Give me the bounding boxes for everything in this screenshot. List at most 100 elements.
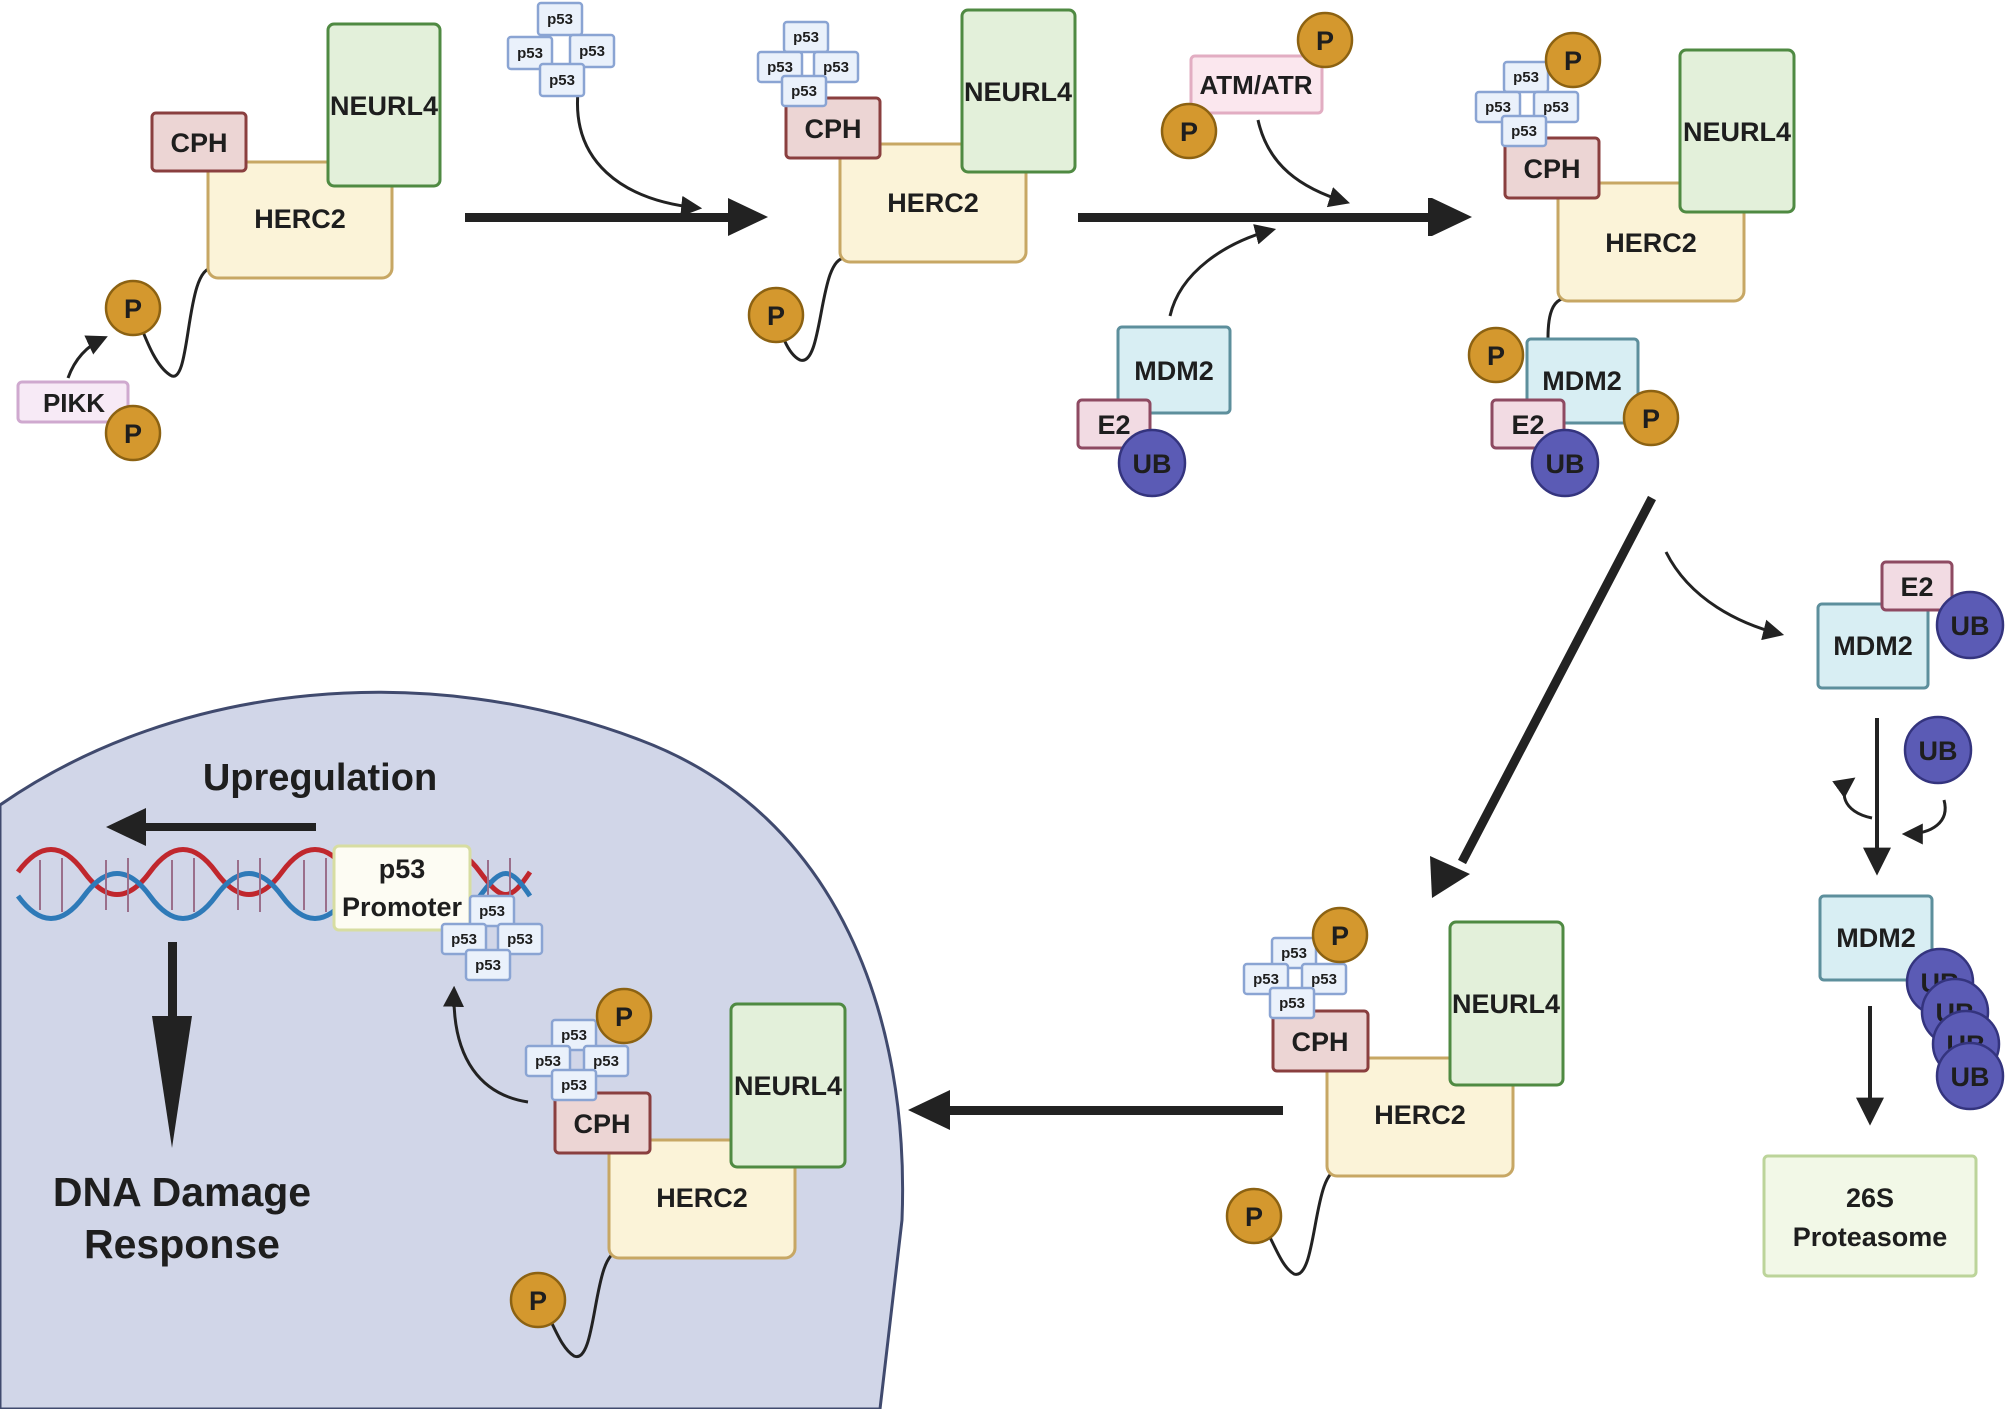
herc2-label: HERC2 xyxy=(1605,228,1697,258)
svg-text:p53: p53 xyxy=(507,931,533,948)
cph-label: CPH xyxy=(573,1109,630,1139)
phospho-marker: P xyxy=(1225,1187,1283,1245)
ub-marker: UB xyxy=(1530,428,1600,498)
svg-text:p53: p53 xyxy=(1543,99,1569,116)
p53-box: p53 xyxy=(464,948,512,982)
svg-text:UB: UB xyxy=(1919,736,1958,766)
upregulation-arrow xyxy=(140,823,316,831)
neurl4-label: NEURL4 xyxy=(1452,989,1560,1019)
cph-label: CPH xyxy=(170,128,227,158)
herc2-label: HERC2 xyxy=(254,204,346,234)
mdm2-box xyxy=(1816,602,1930,690)
svg-text:P: P xyxy=(124,294,142,324)
ub-marker: UB xyxy=(1903,715,1973,785)
svg-text:P: P xyxy=(1487,341,1505,371)
p53-box: p53 xyxy=(550,1068,598,1102)
p53-box: p53 xyxy=(568,33,616,69)
cph-label: CPH xyxy=(1523,154,1580,184)
e2-label: E2 xyxy=(1900,572,1933,602)
step1-arrowhead xyxy=(728,198,768,236)
p53-tetramer: p53 p53 p53 p53 xyxy=(756,20,860,108)
p53-box: p53 xyxy=(1500,114,1548,148)
svg-text:P: P xyxy=(124,419,142,449)
process-arrows xyxy=(106,198,1891,1148)
p53-box: p53 xyxy=(506,35,554,71)
cph-label: CPH xyxy=(804,114,861,144)
mdm2-release-curved-arrow xyxy=(1664,551,1785,641)
step1-arrow xyxy=(465,213,735,222)
svg-text:p53: p53 xyxy=(517,45,543,62)
mdm2-label: MDM2 xyxy=(1134,356,1214,386)
cph-box xyxy=(1271,1009,1370,1073)
neurl4-box xyxy=(326,22,442,188)
svg-text:P: P xyxy=(1642,404,1660,434)
mdm2-curved-arrow xyxy=(1168,224,1277,317)
svg-text:p53: p53 xyxy=(1279,995,1305,1012)
p53-box: p53 xyxy=(756,50,804,84)
p53-tetramer: p53 p53 p53 p53 xyxy=(1242,936,1348,1020)
p53-tetramer: p53 p53 p53 p53 xyxy=(524,1018,630,1102)
step2-arrow xyxy=(1078,213,1438,222)
cph-box xyxy=(150,111,248,173)
p53-box: p53 xyxy=(1300,962,1348,996)
mdm2-label: MDM2 xyxy=(1542,366,1622,396)
svg-text:p53: p53 xyxy=(547,11,573,28)
polyubiquitin-chain: UB UB UB UB xyxy=(1905,947,2005,1111)
svg-text:p53: p53 xyxy=(561,1027,587,1044)
svg-text:P: P xyxy=(767,301,785,331)
ub-marker: UB xyxy=(1117,428,1187,498)
p53-box: p53 xyxy=(1268,986,1316,1020)
herc2-box xyxy=(607,1138,797,1260)
promoter-label-line2: Promoter xyxy=(342,892,463,922)
complex-3: HERC2 NEURL4 CPH p53 p53 p53 p53 P MDM2 … xyxy=(1467,31,1796,498)
atm-atr-box xyxy=(1189,54,1324,115)
svg-text:p53: p53 xyxy=(767,59,793,76)
p53-tetramer: p53 p53 p53 p53 xyxy=(1474,60,1580,148)
p53-box: p53 xyxy=(496,922,544,956)
svg-text:p53: p53 xyxy=(579,43,605,60)
atm-curved-arrow xyxy=(1256,119,1351,208)
neurl4-label: NEURL4 xyxy=(964,77,1072,107)
svg-text:P: P xyxy=(615,1002,633,1032)
atm-atr-kinase: ATM/ATR P P xyxy=(1160,11,1354,160)
svg-text:P: P xyxy=(1245,1202,1263,1232)
ddr-arrow xyxy=(168,942,177,1020)
e2-label: E2 xyxy=(1097,410,1130,440)
complex-2: HERC2 NEURL4 CPH p53 p53 p53 p53 P xyxy=(747,8,1077,362)
svg-text:p53: p53 xyxy=(1281,945,1307,962)
p53-tetramer-on-promoter: p53 p53 p53 p53 xyxy=(440,894,544,982)
p53-box: p53 xyxy=(812,50,860,84)
svg-text:p53: p53 xyxy=(1513,69,1539,86)
svg-text:P: P xyxy=(1316,26,1334,56)
svg-text:p53: p53 xyxy=(823,59,849,76)
phospho-marker: P xyxy=(1544,31,1602,89)
svg-text:UB: UB xyxy=(1951,1062,1990,1092)
complex-1: HERC2 NEURL4 CPH PIKK P P xyxy=(16,22,442,462)
e2-label: E2 xyxy=(1511,410,1544,440)
herc2-label: HERC2 xyxy=(887,188,979,218)
step3-arrow xyxy=(1458,495,1656,865)
svg-text:p53: p53 xyxy=(1311,971,1337,988)
neurl4-label: NEURL4 xyxy=(1683,117,1791,147)
p53-box: p53 xyxy=(440,922,488,956)
step2-arrowhead xyxy=(1428,198,1472,236)
ddr-label-line2: Response xyxy=(84,1221,280,1267)
herc2-label: HERC2 xyxy=(1374,1100,1466,1130)
p53-box: p53 xyxy=(1242,962,1290,996)
svg-text:p53: p53 xyxy=(479,903,505,920)
upregulation-arrowhead xyxy=(106,808,146,846)
p53-box: p53 xyxy=(1270,936,1318,970)
neurl4-label: NEURL4 xyxy=(330,91,438,121)
upregulation-label: Upregulation xyxy=(203,757,437,799)
mdm2-e2-ub-free: MDM2 E2 UB xyxy=(1076,325,1232,498)
phospho-marker: P xyxy=(1467,326,1525,384)
promoter-curved-arrow xyxy=(443,985,529,1104)
neurl4-box xyxy=(960,8,1077,174)
neurl4-box xyxy=(1448,920,1565,1087)
svg-text:P: P xyxy=(1180,117,1198,147)
mdm2-box xyxy=(1818,894,1934,982)
ddr-arrowhead xyxy=(152,1016,192,1148)
phospho-marker: P xyxy=(509,1271,567,1329)
svg-text:p53: p53 xyxy=(791,83,817,100)
